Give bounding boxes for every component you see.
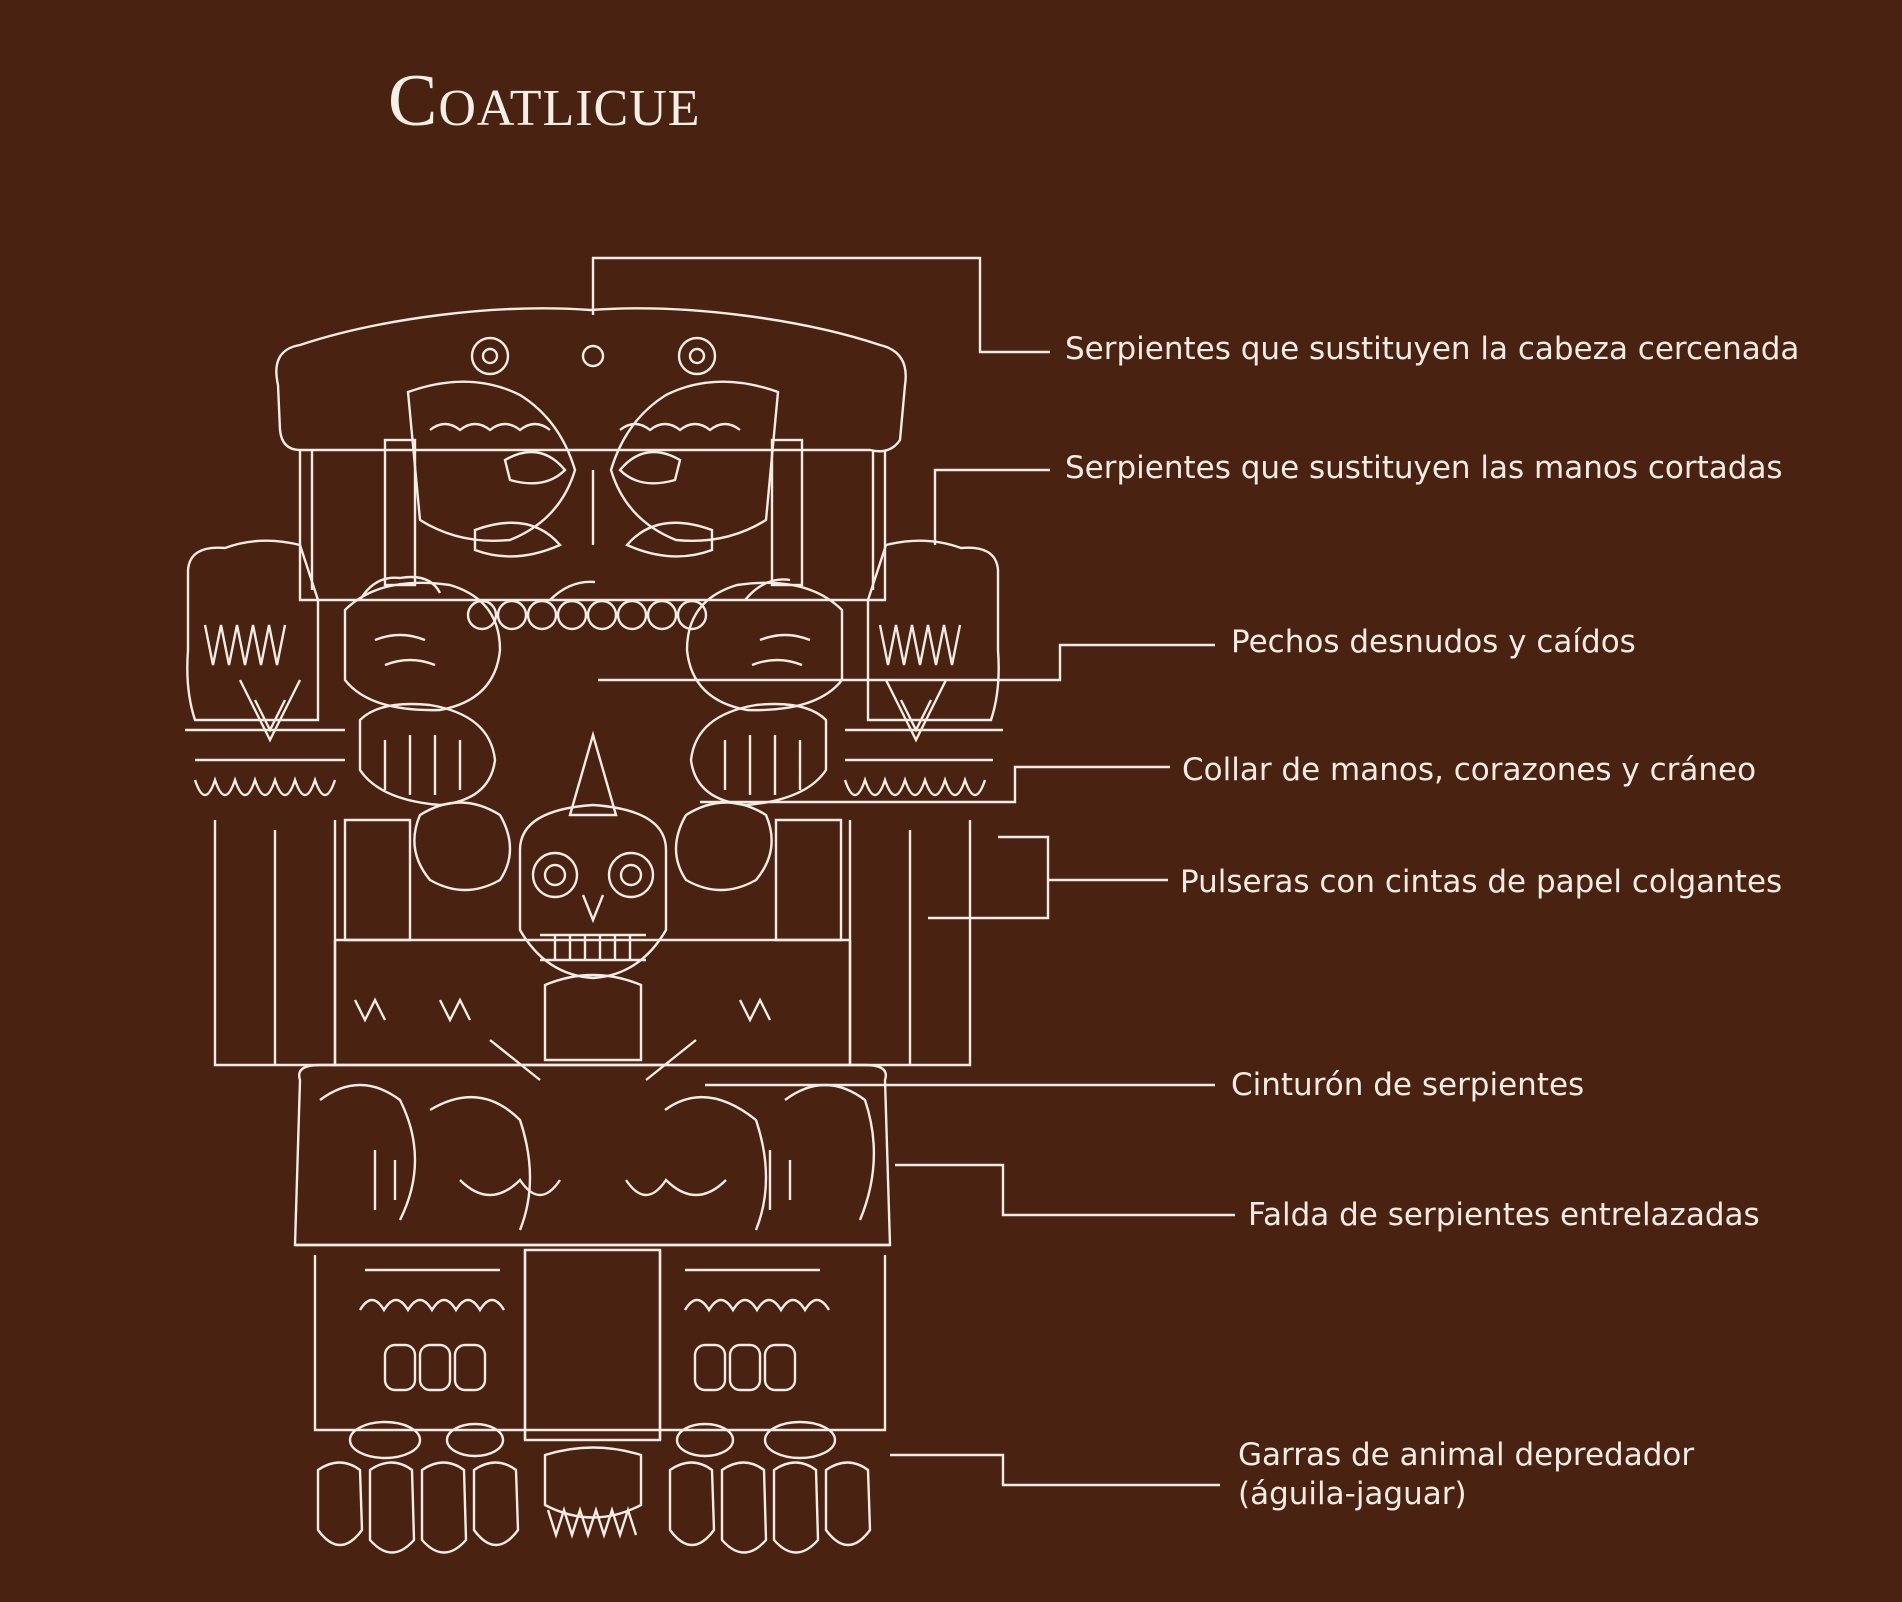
label-hand-serpents: Serpientes que sustituyen las manos cort… bbox=[1065, 450, 1783, 486]
hand-serpents bbox=[185, 539, 1003, 797]
label-bracelets: Pulseras con cintas de papel colgantes bbox=[1180, 864, 1783, 900]
bracelets bbox=[213, 820, 972, 1067]
label-necklace: Collar de manos, corazones y cráneo bbox=[1182, 752, 1757, 788]
label-claws-line1: Garras de animal depredador bbox=[1238, 1437, 1695, 1473]
label-breasts: Pechos desnudos y caídos bbox=[1231, 624, 1636, 660]
leader-necklace bbox=[700, 765, 1170, 804]
label-claws-line2: (águila-jaguar) bbox=[1238, 1475, 1467, 1512]
predator-claws bbox=[313, 1248, 887, 1554]
leader-hand-serpents bbox=[933, 468, 1050, 545]
hands-breasts-necklace bbox=[343, 581, 844, 980]
label-belt: Cinturón de serpientes bbox=[1231, 1067, 1585, 1103]
leader-lines bbox=[591, 256, 1235, 1487]
head-serpents bbox=[275, 262, 907, 631]
label-claws: Garras de animal depredador (águila-jagu… bbox=[1238, 1436, 1694, 1514]
skirt-of-serpents bbox=[293, 1063, 892, 1247]
leader-bracelets bbox=[928, 835, 1168, 920]
label-head-serpents: Serpientes que sustituyen la cabeza cerc… bbox=[1065, 331, 1800, 367]
leader-breasts bbox=[598, 643, 1215, 682]
leader-skirt bbox=[895, 1163, 1235, 1217]
label-skirt: Falda de serpientes entrelazadas bbox=[1248, 1197, 1760, 1233]
diagram-title: Coatlicue bbox=[388, 60, 701, 142]
leader-claws bbox=[890, 1453, 1220, 1487]
belt-of-serpents bbox=[333, 938, 852, 1081]
leader-head-serpents bbox=[591, 256, 1050, 354]
